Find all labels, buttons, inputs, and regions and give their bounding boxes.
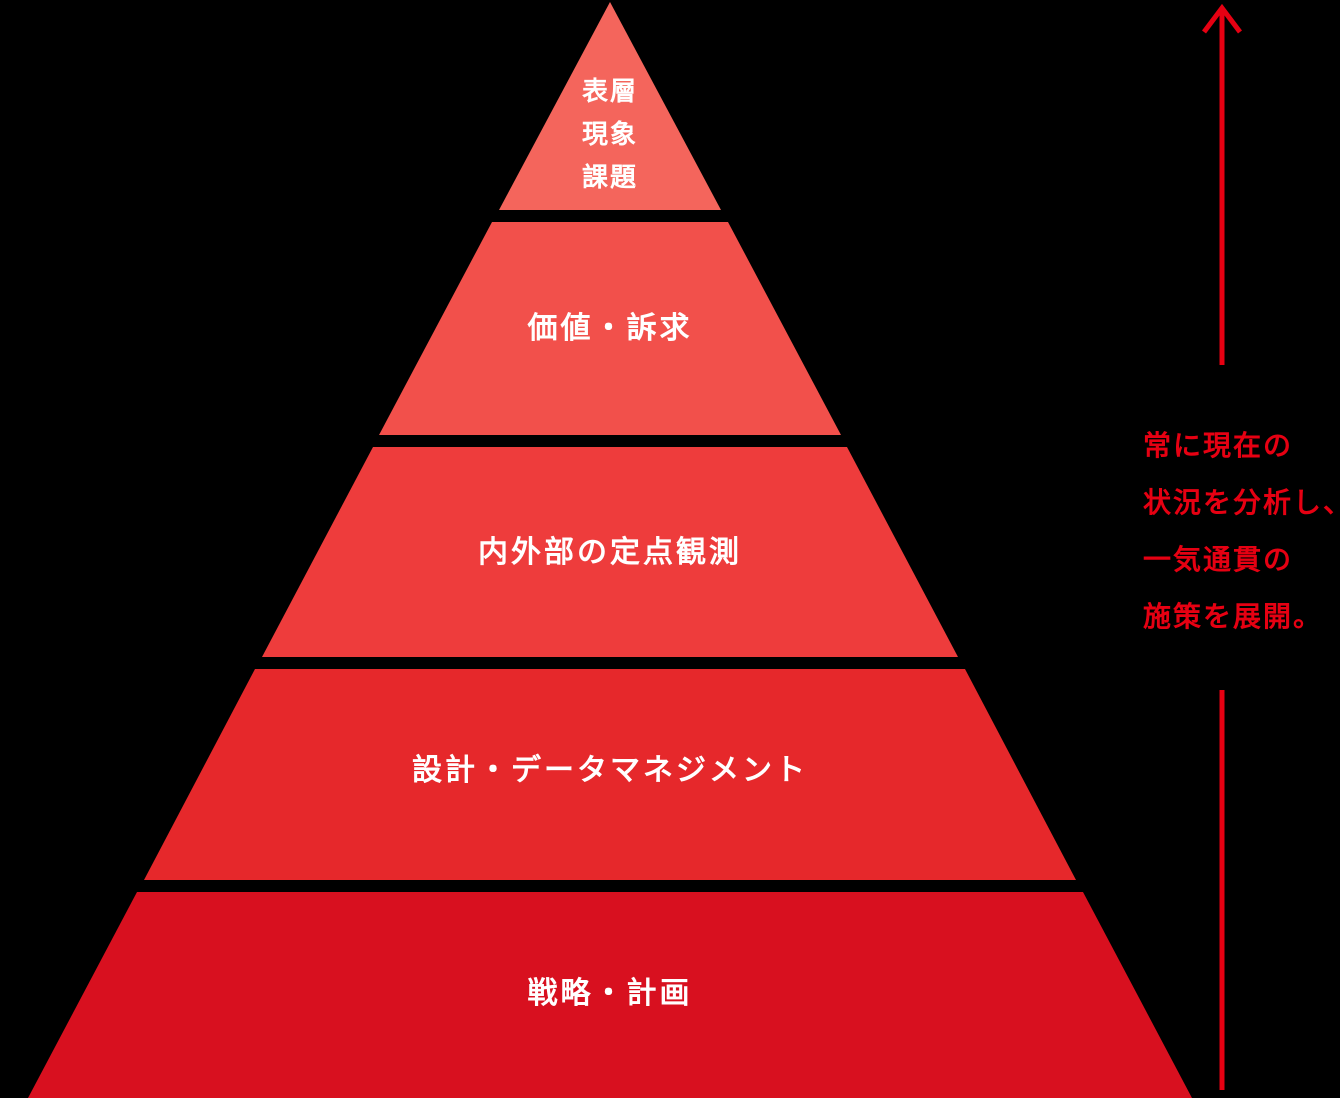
annotation-line-2: 状況を分析し、 — [1143, 486, 1340, 519]
layer-1-label-line-2: 現象 — [582, 119, 638, 150]
annotation-line-4: 施策を展開。 — [1143, 600, 1323, 633]
layer-1-label-line-1: 表層 — [582, 77, 638, 107]
layer-3-label: 内外部の定点観測 — [478, 535, 742, 570]
annotation-text: 常に現在の 状況を分析し、 一気通貫の 施策を展開。 — [1143, 429, 1340, 633]
pyramid-layer-5 — [28, 892, 1192, 1098]
pyramid-layer-4 — [144, 669, 1076, 880]
layer-2-label: 価値・訴求 — [527, 311, 693, 346]
annotation-line-1: 常に現在の — [1143, 429, 1293, 462]
pyramid-layer-3 — [262, 447, 958, 657]
annotation-line-3: 一気通貫の — [1143, 543, 1293, 576]
layer-1-label-line-3: 課題 — [582, 162, 638, 193]
pyramid-layer-1 — [499, 2, 721, 210]
layer-5-label: 戦略・計画 — [528, 976, 693, 1011]
up-arrow — [1202, 3, 1242, 1090]
layer-4-label: 設計・データマネジメント — [412, 753, 808, 788]
up-arrow-head-icon — [1202, 3, 1242, 34]
pyramid-layer-2 — [379, 222, 841, 435]
